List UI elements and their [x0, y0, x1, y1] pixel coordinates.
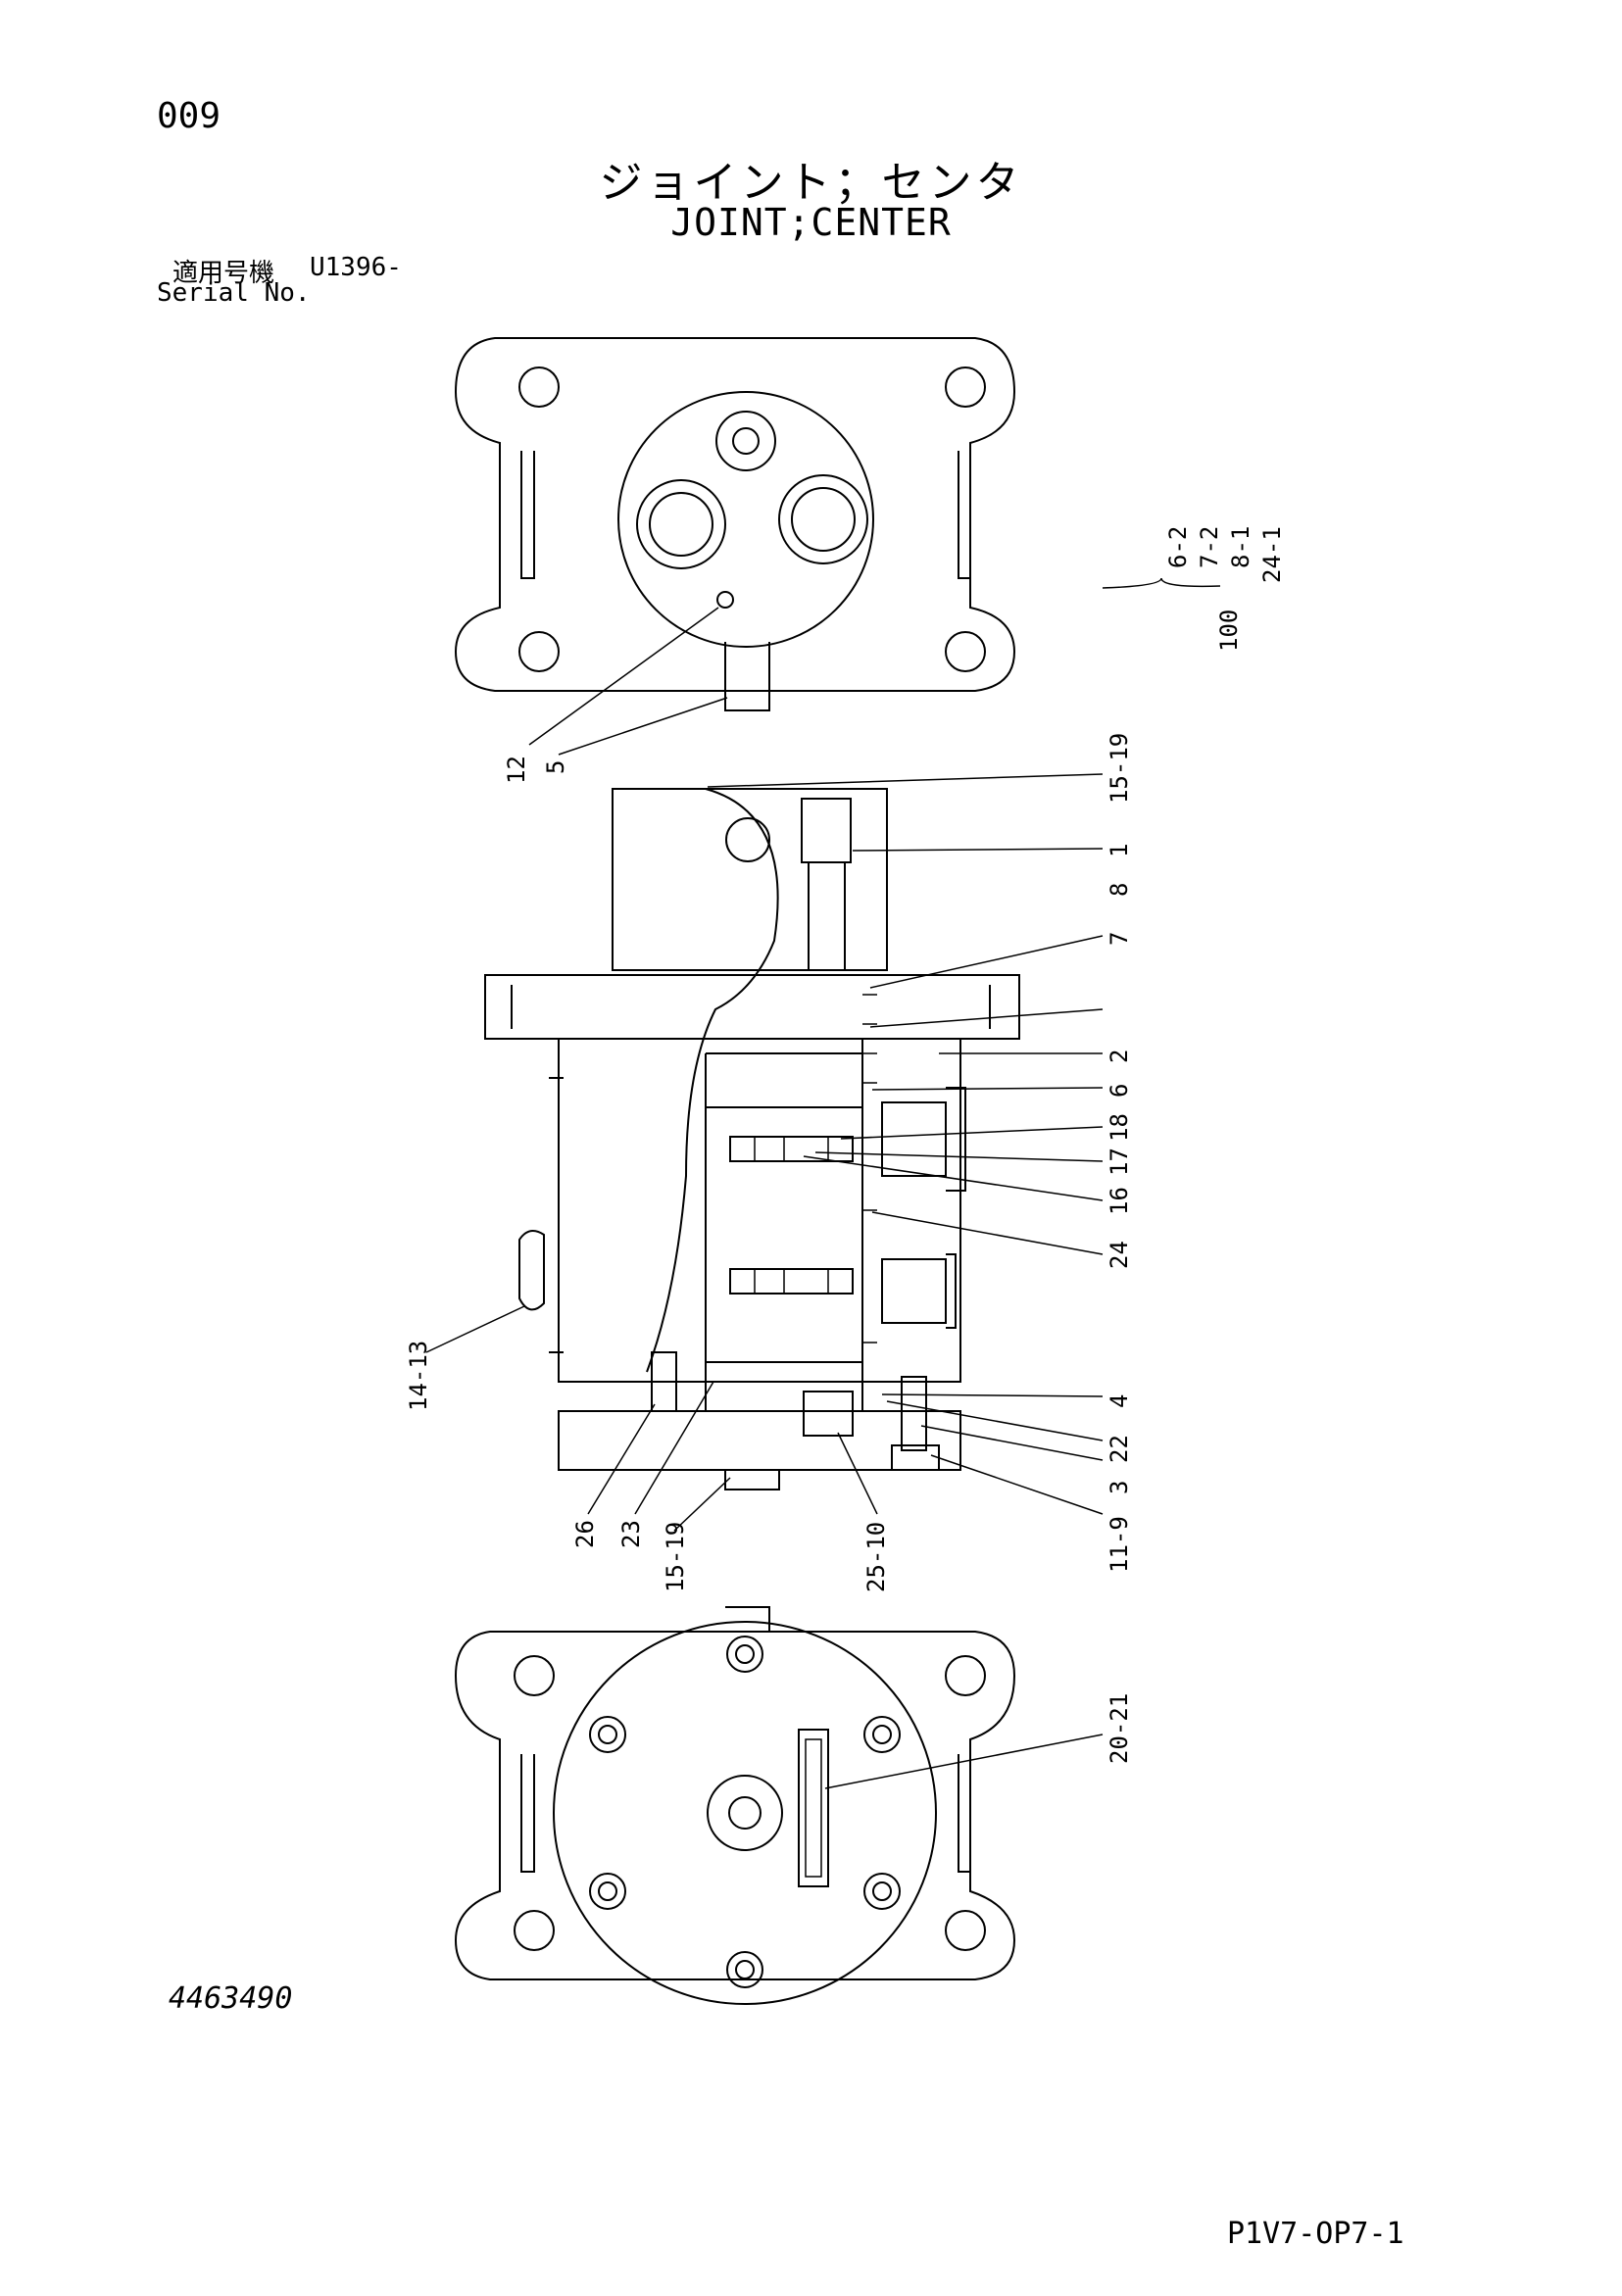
callout-15-19-top: 15-19 [1106, 733, 1133, 804]
kit-group: 100 6-2 7-2 8-1 24-1 [1102, 526, 1286, 652]
callout-7: 7 [1106, 932, 1133, 946]
kit-number: 100 [1215, 610, 1243, 652]
callout-12: 12 [503, 756, 530, 784]
callout-22: 22 [1106, 1435, 1133, 1463]
callout-18: 18 [1106, 1113, 1133, 1142]
callout-5: 5 [542, 760, 569, 774]
callout-15-19-bottom: 15-19 [662, 1522, 689, 1592]
callout-25-10: 25-10 [862, 1522, 890, 1592]
leader-lines [425, 607, 1104, 1789]
callout-4: 4 [1106, 1394, 1133, 1408]
callout-20-21: 20-21 [1106, 1693, 1133, 1764]
serial-label-japanese: 適用号機 [172, 259, 275, 288]
callout-11-9: 11-9 [1106, 1516, 1133, 1573]
side-section-view [484, 788, 1020, 1490]
callout-8: 8 [1106, 883, 1133, 897]
callout-17: 17 [1106, 1148, 1133, 1176]
page-code: P1V7-OP7-1 [1227, 2217, 1404, 2251]
callout-24: 24 [1106, 1241, 1133, 1269]
kit-item-7-2: 7-2 [1196, 526, 1223, 568]
serial-value: U1396- [310, 253, 402, 282]
callout-1: 1 [1106, 844, 1133, 857]
callout-3: 3 [1106, 1481, 1133, 1494]
callout-23: 23 [617, 1520, 645, 1548]
callout-6: 6 [1106, 1084, 1133, 1098]
title-japanese: ジョイント；センタ [599, 158, 1023, 208]
bottom-view [454, 1606, 1016, 2005]
drawing-number: 4463490 [169, 1981, 293, 2016]
callout-2: 2 [1106, 1050, 1133, 1063]
serial-label-english: Serial No. [157, 278, 311, 308]
callout-14-13: 14-13 [405, 1341, 432, 1411]
kit-item-8-1: 8-1 [1227, 526, 1254, 568]
title-english: JOINT;CENTER [670, 201, 952, 244]
page-number: 009 [157, 96, 221, 136]
callout-16: 16 [1106, 1187, 1133, 1215]
callout-labels: 12 5 15-19 1 8 7 2 6 18 17 16 24 4 22 3 … [405, 733, 1133, 1764]
kit-item-24-1: 24-1 [1258, 526, 1286, 583]
callout-26: 26 [571, 1520, 599, 1548]
top-view [454, 337, 1016, 711]
kit-item-6-2: 6-2 [1164, 526, 1192, 568]
